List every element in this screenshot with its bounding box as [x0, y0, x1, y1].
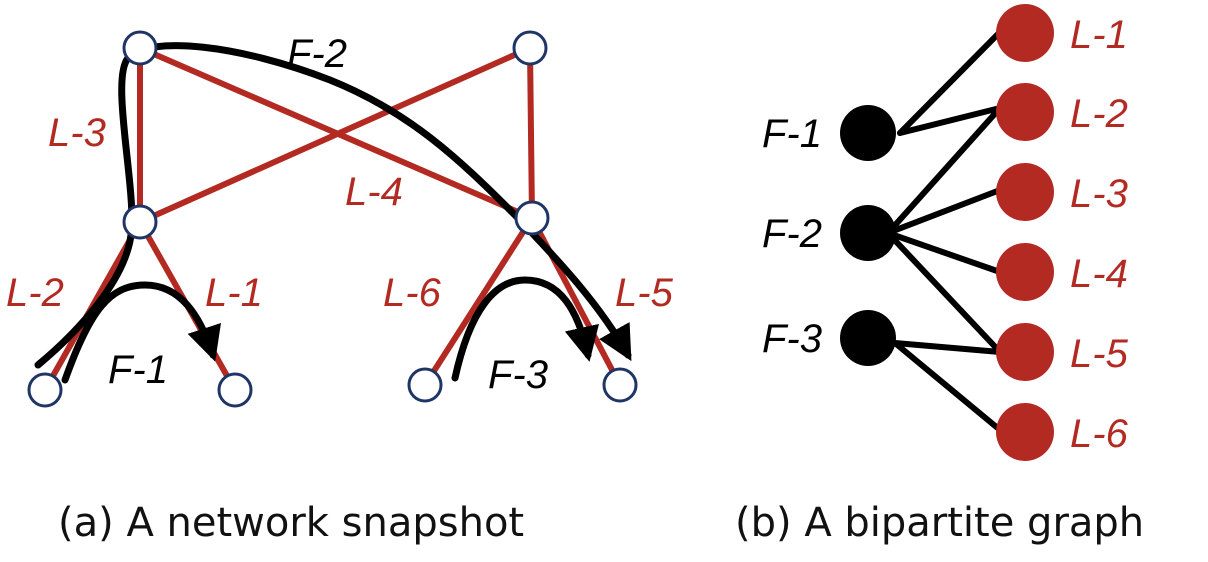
edge-f3-l6	[892, 340, 1003, 433]
link-l6	[422, 215, 535, 388]
bip-node-l4	[996, 243, 1054, 301]
label-l6: L-6	[383, 271, 442, 315]
bip-label-f2: F-2	[762, 212, 822, 256]
bip-node-l5	[996, 323, 1054, 381]
node-core-left	[122, 30, 158, 66]
edge-f2-l5	[885, 230, 1003, 355]
node-core-right	[512, 30, 548, 66]
edge-f1-l1	[897, 29, 1003, 136]
node-host-1	[27, 372, 63, 408]
bip-node-l1	[996, 4, 1054, 62]
edge-f2-l2	[885, 105, 1003, 236]
node-agg-right	[514, 200, 550, 236]
edge-f3-l5	[892, 340, 1003, 355]
node-host-3	[407, 367, 443, 403]
edge-f1-l2	[897, 105, 1003, 136]
bipartite-flow-nodes	[840, 105, 896, 366]
bip-label-l4: L-4	[1070, 252, 1128, 296]
label-f2: F-2	[287, 32, 347, 76]
label-l1: L-1	[205, 271, 263, 315]
caption-a: (a) A network snapshot	[58, 500, 524, 546]
bip-node-l2	[996, 83, 1054, 141]
bip-label-l3: L-3	[1070, 172, 1128, 216]
flow-f3-path	[451, 276, 600, 382]
edge-f2-l3	[885, 187, 1003, 236]
link-core-right-to-agg-left	[137, 45, 533, 225]
bip-label-l6: L-6	[1070, 412, 1129, 456]
flow-f1-path	[61, 281, 221, 384]
bipartite-link-nodes	[996, 4, 1054, 461]
bip-node-f2	[840, 205, 896, 261]
link-core-right-to-agg-right	[527, 45, 535, 221]
bip-label-l1: L-1	[1070, 13, 1128, 57]
network-labels: L-3 L-4 L-2 L-1 L-6 L-5 F-2 F-1 F-3	[6, 32, 674, 397]
bip-label-l2: L-2	[1070, 92, 1128, 136]
bip-node-l3	[996, 163, 1054, 221]
bip-node-f1	[840, 105, 896, 161]
node-host-2	[217, 372, 253, 408]
bip-label-f3: F-3	[762, 317, 822, 361]
bipartite-edges	[885, 29, 1003, 433]
edge-f2-l4	[885, 230, 1003, 275]
bip-node-f3	[840, 310, 896, 366]
label-l3: L-3	[48, 111, 106, 155]
network-nodes	[27, 30, 638, 408]
label-l5: L-5	[615, 271, 674, 315]
label-l4: L-4	[345, 170, 403, 214]
label-f3: F-3	[488, 353, 548, 397]
label-l2: L-2	[6, 271, 64, 315]
bip-label-f1: F-1	[762, 112, 822, 156]
caption-b: (b) A bipartite graph	[735, 500, 1144, 546]
bip-label-l5: L-5	[1070, 332, 1129, 376]
node-host-4	[602, 367, 638, 403]
label-f1: F-1	[108, 348, 168, 392]
bipartite-labels: F-1 F-2 F-3 L-1 L-2 L-3 L-4 L-5 L-6	[762, 13, 1129, 456]
node-agg-left	[122, 204, 158, 240]
bip-node-l6	[996, 403, 1054, 461]
